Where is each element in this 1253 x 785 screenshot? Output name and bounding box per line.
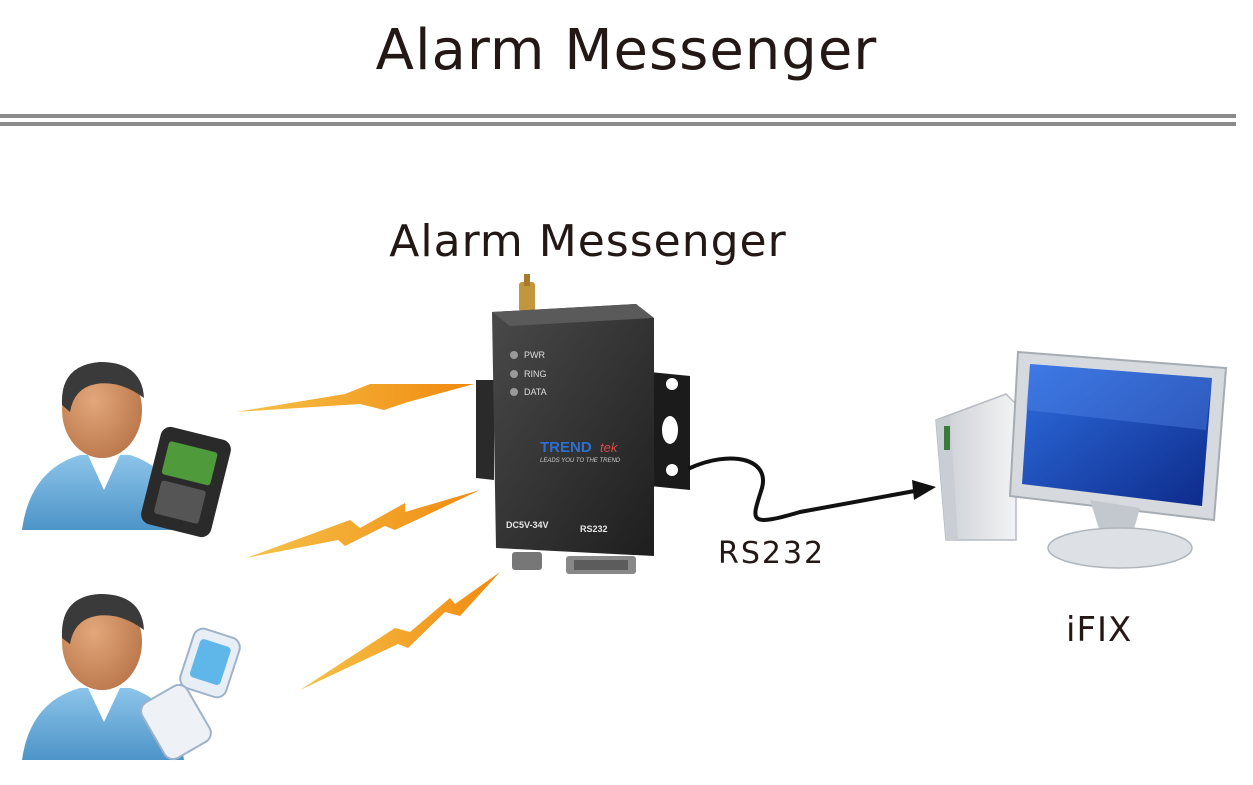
serial-port-label: RS232 — [580, 524, 608, 534]
page-title: Alarm Messenger — [375, 18, 878, 83]
lightning-bolt-3 — [300, 572, 500, 690]
flip-phone-icon — [140, 627, 241, 761]
user-2-collar — [88, 688, 120, 722]
led-label-ring: RING — [524, 369, 547, 379]
rs232-cable — [688, 456, 922, 522]
brand-slogan: LEADS YOU TO THE TREND — [540, 458, 621, 464]
monitor-base — [1047, 527, 1193, 569]
device-label: Alarm Messenger — [389, 216, 787, 267]
alarm-messenger-device: PWR RING DATA TREND tek LEADS YOU TO THE… — [476, 274, 690, 574]
lightning-bolt-1 — [236, 384, 474, 412]
antenna-connector — [519, 282, 535, 312]
lightning-bolt-2 — [246, 490, 480, 558]
user-with-flip-phone — [22, 594, 241, 761]
brand-logo-primary: TREND — [540, 439, 592, 456]
power-connector — [512, 552, 542, 570]
computer-icon — [935, 350, 1228, 569]
brand-logo-secondary: tek — [600, 440, 619, 455]
user-with-smartphone — [22, 362, 231, 538]
cable-arrowhead — [912, 480, 936, 500]
user-1-hair — [61, 362, 144, 412]
power-port-label: DC5V-34V — [506, 520, 549, 530]
host-label: iFIX — [1066, 610, 1133, 650]
device-body — [492, 304, 654, 556]
connection-label: RS232 — [718, 536, 826, 571]
user-2-hair — [61, 594, 144, 644]
monitor-screen — [1022, 364, 1212, 506]
title-rule-bottom — [0, 122, 1236, 126]
status-leds — [510, 351, 518, 396]
led-label-pwr: PWR — [524, 350, 545, 360]
monitor-stand — [1090, 500, 1140, 536]
smartphone-icon — [141, 426, 231, 538]
title-rule-top — [0, 114, 1236, 118]
user-1-collar — [88, 455, 120, 490]
led-label-data: DATA — [524, 387, 547, 397]
